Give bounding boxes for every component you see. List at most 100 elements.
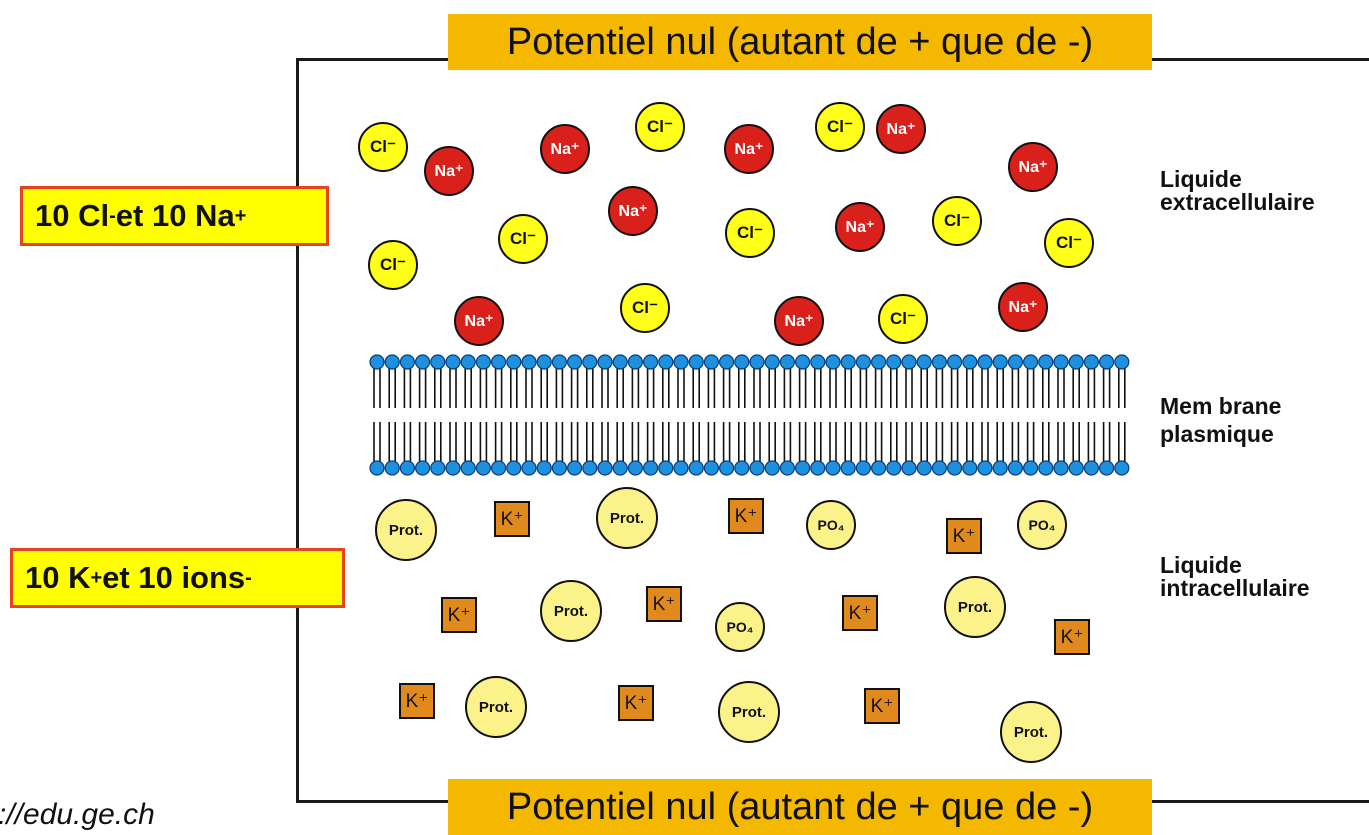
sodium-ion: Na⁺: [998, 282, 1048, 332]
lipid-head: [643, 460, 659, 476]
lipid-head: [506, 354, 522, 370]
lipid-head: [795, 354, 811, 370]
lipid-head: [840, 354, 856, 370]
potassium-ion: K⁺: [399, 683, 435, 719]
lipid-head: [962, 354, 978, 370]
lipid-head: [1022, 460, 1039, 476]
lipid-head: [1053, 354, 1069, 370]
lipid-head: [1098, 354, 1115, 370]
lipid-head: [1068, 354, 1084, 370]
lipid-head: [825, 354, 841, 370]
phosphate-ion: PO₄: [1017, 500, 1067, 550]
lipid-head: [551, 460, 567, 476]
protein-anion: Prot.: [1000, 701, 1062, 763]
lipid-head: [871, 460, 887, 476]
intracellular-count-sup1: +: [90, 566, 103, 589]
lipid-head: [764, 460, 780, 476]
protein-anion: Prot.: [718, 681, 780, 743]
sodium-ion: Na⁺: [608, 186, 658, 236]
protein-anion: Prot.: [465, 676, 527, 738]
sodium-ion: Na⁺: [774, 296, 824, 346]
lipid-head: [567, 460, 583, 476]
lipid-head: [384, 354, 400, 370]
lipid-head: [764, 354, 780, 370]
chloride-ion: Cl⁻: [878, 294, 928, 344]
chloride-ion: Cl⁻: [932, 196, 982, 246]
phosphate-ion: PO₄: [715, 602, 765, 652]
sodium-ion: Na⁺: [540, 124, 590, 174]
chloride-ion: Cl⁻: [635, 102, 685, 152]
lipid-head: [536, 354, 552, 370]
lipid-head: [582, 460, 598, 476]
extracellular-count-box: 10 Cl- et 10 Na+: [20, 186, 329, 246]
lipid-head: [749, 460, 765, 476]
lipid-head: [475, 460, 492, 476]
lipid-head: [430, 460, 446, 476]
protein-anion: Prot.: [596, 487, 658, 549]
intracellular-count-part1: 10 K: [25, 560, 91, 595]
banner-bottom: Potentiel nul (autant de + que de -): [448, 779, 1152, 835]
lipid-head: [719, 354, 735, 370]
chloride-ion: Cl⁻: [498, 214, 548, 264]
potassium-ion: K⁺: [946, 518, 982, 554]
lipid-head: [430, 354, 446, 370]
lipid-head: [673, 354, 689, 370]
potassium-ion: K⁺: [441, 597, 477, 633]
lipid-head: [779, 460, 795, 476]
lipid-head: [719, 460, 735, 476]
lipid-head: [703, 354, 719, 370]
sodium-ion: Na⁺: [876, 104, 926, 154]
lipid-head: [916, 354, 932, 370]
lipid-head: [1022, 354, 1039, 370]
lipid-head: [749, 354, 765, 370]
lipid-head: [688, 354, 704, 370]
lipid-head: [491, 354, 507, 370]
label-extracellular: Liquide extracellulaire: [1160, 168, 1315, 214]
lipid-head: [673, 460, 689, 476]
lipid-head: [931, 460, 948, 476]
lipid-head: [855, 354, 871, 370]
lipid-head: [795, 460, 811, 476]
extracellular-count-sup2: +: [234, 204, 247, 227]
lipid-head: [992, 460, 1008, 476]
sodium-ion: Na⁺: [835, 202, 885, 252]
label-extracellular-line2: extracellulaire: [1160, 189, 1315, 215]
label-intracellular-line1: Liquide: [1160, 552, 1242, 578]
extracellular-count-sup1: -: [109, 204, 116, 227]
label-intracellular-line2: intracellulaire: [1160, 575, 1310, 601]
extracellular-count-part2: et 10 Na: [115, 198, 235, 233]
lipid-head: [688, 460, 704, 476]
chloride-ion: Cl⁻: [815, 102, 865, 152]
lipid-head: [1068, 460, 1084, 476]
lipid-head: [886, 460, 902, 476]
lipid-head: [992, 354, 1008, 370]
lipid-head: [810, 354, 826, 370]
lipid-head: [1038, 460, 1054, 476]
lipid-head: [399, 354, 416, 370]
lipid-head: [1114, 354, 1130, 370]
lipid-head: [414, 354, 431, 370]
lipid-head: [1083, 460, 1100, 476]
lipid-head: [779, 354, 795, 370]
protein-anion: Prot.: [944, 576, 1006, 638]
lipid-head: [1053, 460, 1069, 476]
lipid-head: [399, 460, 416, 476]
potassium-ion: K⁺: [842, 595, 878, 631]
lipid-head: [871, 354, 887, 370]
lipid-head: [627, 460, 643, 476]
lipid-head: [1038, 354, 1054, 370]
lipid-head: [597, 354, 613, 370]
lipid-head: [901, 354, 917, 370]
protein-anion: Prot.: [540, 580, 602, 642]
lipid-head: [643, 354, 659, 370]
lipid-head: [734, 354, 750, 370]
potassium-ion: K⁺: [646, 586, 682, 622]
lipid-head: [627, 354, 643, 370]
lipid-head: [475, 354, 492, 370]
lipid-head: [886, 354, 902, 370]
lipid-head: [445, 354, 461, 370]
potassium-ion: K⁺: [864, 688, 900, 724]
label-membrane-line1: Mem brane: [1160, 393, 1282, 419]
lipid-head: [734, 460, 750, 476]
chloride-ion: Cl⁻: [725, 208, 775, 258]
